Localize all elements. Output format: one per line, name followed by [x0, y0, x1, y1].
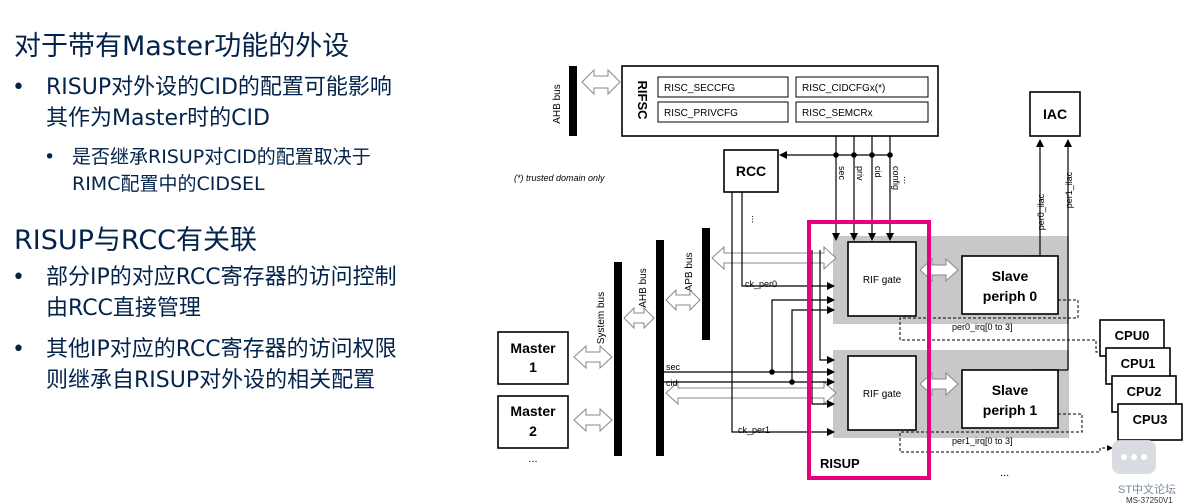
rifsc-title: RIFSC: [635, 81, 650, 121]
ahb-bus-label: AHB bus: [638, 268, 649, 307]
reg-seccfg-label: RISC_SECCFG: [664, 83, 735, 94]
sub-bullet-line2: RIMC配置中的CIDSEL: [72, 173, 265, 195]
sig-sec-label: sec: [837, 166, 847, 181]
ahb-bus-top: [569, 66, 577, 136]
bullet-glyph: •: [12, 75, 25, 100]
bullet-text-line2: 则继承自RISUP对外设的相关配置: [46, 368, 376, 393]
bullet-glyph: •: [12, 337, 25, 362]
bullet-glyph: •: [12, 265, 25, 290]
cpu2-label: CPU2: [1127, 384, 1162, 399]
risup-label: RISUP: [820, 456, 860, 471]
sig-cid-label: cid: [873, 166, 883, 178]
heading-master-peripherals: 对于带有Master功能的外设: [14, 31, 350, 62]
reg-privcfg-label: RISC_PRIVCFG: [664, 108, 738, 119]
slave-ellipsis: ...: [1000, 467, 1009, 479]
reg-cidcfg: [795, 76, 929, 98]
rif-gate-1: [847, 355, 917, 431]
rcc-block: [723, 149, 779, 193]
rcc-label: RCC: [736, 163, 766, 179]
sig-config-label: config: [891, 166, 901, 190]
ck-per0-line: [741, 192, 835, 290]
ck-per0-label: ck_per0: [745, 279, 777, 289]
cid-signal-label: cid: [666, 378, 678, 388]
master1-block: [497, 331, 569, 385]
slave1-label-b: periph 1: [983, 402, 1038, 418]
system-bus-label: System bus: [596, 292, 607, 344]
ahb-bus: [656, 240, 664, 456]
master1-label-b: 1: [529, 359, 537, 375]
iac-block: [1029, 91, 1081, 137]
reg-cidcfg-label: RISC_CIDCFGx(*): [802, 83, 885, 94]
trusted-note: (*) trusted domain only: [514, 173, 605, 183]
irq1-label: per1_irq[0 to 3]: [952, 436, 1013, 446]
risup-border: [807, 220, 931, 480]
master2-label-b: 2: [529, 423, 537, 439]
slave1-label-a: Slave: [992, 382, 1029, 398]
sub-bullet-cidsel: • 是否继承RISUP对CID的配置取决于 RIMC配置中的CIDSEL: [44, 144, 482, 198]
apb-bus: [702, 228, 710, 340]
rif-gate-1-label: RIF gate: [863, 389, 902, 400]
rif-gate-0: [847, 241, 917, 317]
bus-arrow-icon: [623, 306, 655, 330]
reg-privcfg: [657, 101, 789, 123]
apb-bus-label: APB bus: [684, 253, 695, 292]
master-ellipsis: ...: [528, 453, 537, 465]
bus-arrow-icon: [581, 68, 621, 96]
bus-arrow-icon: [573, 344, 613, 370]
bullet-risup-cid: • RISUP对外设的CID的配置可能影响 其作为Master时的CID: [12, 72, 482, 134]
bullet-text-line1: RISUP对外设的CID的配置可能影响: [46, 75, 392, 100]
slave-periph-1: [961, 369, 1059, 429]
bus-arrow-icon: [573, 407, 613, 433]
watermark-text: ST中文论坛: [1118, 482, 1176, 496]
reg-semcr-label: RISC_SEMCRx: [802, 108, 873, 119]
master2-block: [497, 395, 569, 449]
cpu3-block: [1117, 403, 1183, 441]
bus-arrow-icon: [665, 288, 701, 312]
bullet-text-line1: 部分IP的对应RCC寄存器的访问控制: [46, 265, 397, 290]
master2-label-a: Master: [510, 403, 556, 419]
cpu1-label: CPU1: [1121, 356, 1156, 371]
ck-per1-label: ck_per1: [738, 425, 770, 435]
reg-semcr: [795, 101, 929, 123]
sig-priv-label: priv: [855, 166, 865, 181]
reg-seccfg: [657, 76, 789, 98]
bullet-rcc-inherit: • 其他IP对应的RCC寄存器的访问权限 则继承自RISUP对外设的相关配置: [12, 334, 482, 396]
slave0-label-a: Slave: [992, 268, 1029, 284]
bullet-rcc-direct: • 部分IP的对应RCC寄存器的访问控制 由RCC直接管理: [12, 262, 482, 324]
master1-label-a: Master: [510, 340, 556, 356]
bus-arrow-icon: [711, 245, 837, 271]
cpu0-label: CPU0: [1115, 328, 1150, 343]
bullet-text-line2: 由RCC直接管理: [46, 296, 201, 321]
ref-code: MS-37250V1: [1126, 496, 1173, 504]
ck-per1-line: [731, 192, 835, 436]
sub-bullet-line1: 是否继承RISUP对CID的配置取决于: [72, 146, 371, 168]
slave-periph-0: [961, 255, 1059, 315]
cpu3-label: CPU3: [1133, 412, 1168, 427]
text-panel: 对于带有Master功能的外设 • RISUP对外设的CID的配置可能影响 其作…: [0, 0, 500, 504]
rcc-ellipsis: ...: [749, 215, 760, 223]
bullet-text-line1: 其他IP对应的RCC寄存器的访问权限: [46, 337, 397, 362]
bullet-glyph: •: [44, 146, 56, 168]
slave0-label-b: periph 0: [983, 288, 1038, 304]
per1-ilac-label: per1_ilac: [1064, 171, 1074, 208]
per0-ilac-label: per0_ilac: [1036, 193, 1046, 230]
sec-signal-label: sec: [666, 362, 681, 372]
sig-ellipsis: ...: [901, 176, 912, 184]
irq1-line: [899, 413, 1113, 453]
bus-arrow-icon: [665, 380, 837, 406]
system-bus: [614, 262, 622, 456]
heading-risup-rcc: RISUP与RCC有关联: [14, 225, 258, 256]
irq0-label: per0_irq[0 to 3]: [952, 322, 1013, 332]
bullet-text-line2: 其作为Master时的CID: [46, 106, 270, 131]
irq0-line: [899, 299, 1111, 355]
iac-label: IAC: [1043, 106, 1067, 122]
rif-gate-0-label: RIF gate: [863, 275, 902, 286]
ahb-bus-top-label: AHB bus: [552, 84, 563, 123]
